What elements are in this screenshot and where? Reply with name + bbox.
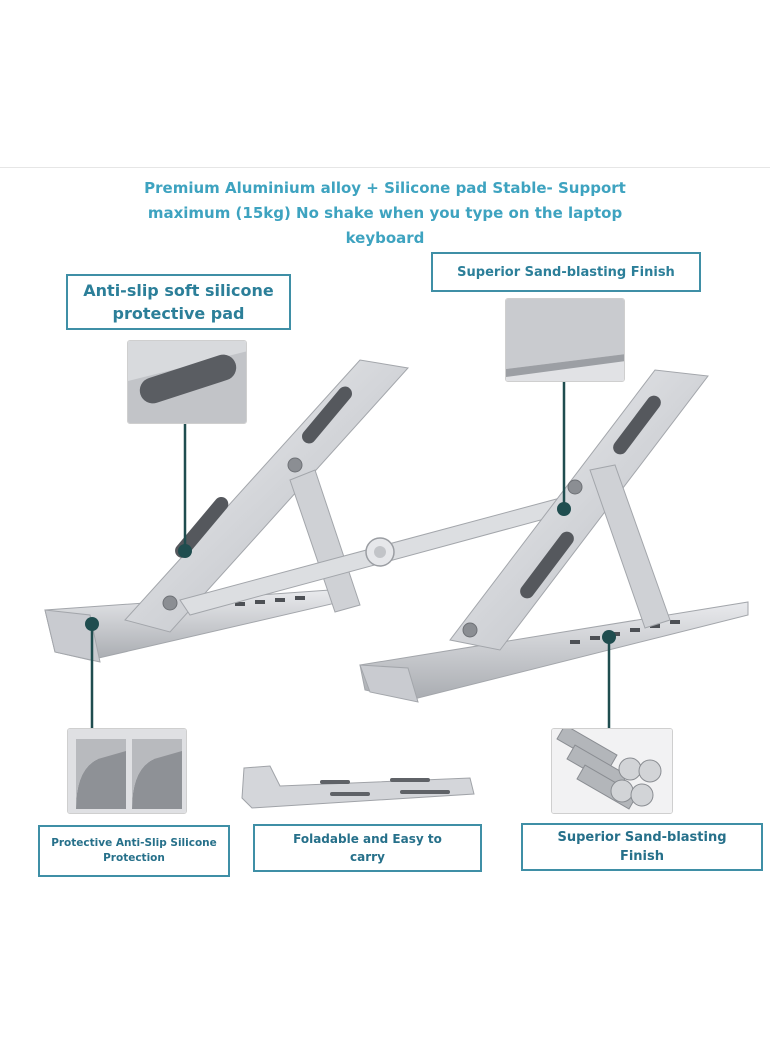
- silicone-pad-callout: Anti-slip soft silicone protective pad: [66, 274, 291, 330]
- anti-slip-protection-callout: Protective Anti-Slip Silicone Protection: [38, 825, 230, 877]
- sandblast-finish-callout-top: Superior Sand-blasting Finish: [431, 252, 701, 292]
- foldable-callout: Foladable and Easy to carry: [253, 824, 482, 872]
- laptop-stand-photo: [44, 359, 749, 703]
- aluminium-rods-closeup: [551, 728, 673, 814]
- silicone-pad-closeup: [127, 340, 247, 424]
- sandblast-surface-closeup: [505, 298, 625, 382]
- anti-slip-feet-closeup: [67, 728, 187, 814]
- top-divider: [0, 167, 770, 168]
- headline: Premium Aluminium alloy + Silicone pad S…: [144, 179, 626, 247]
- sandblast-finish-callout-bottom: Superior Sand-blasting Finish: [521, 823, 763, 871]
- folded-stand-photo: [240, 764, 476, 812]
